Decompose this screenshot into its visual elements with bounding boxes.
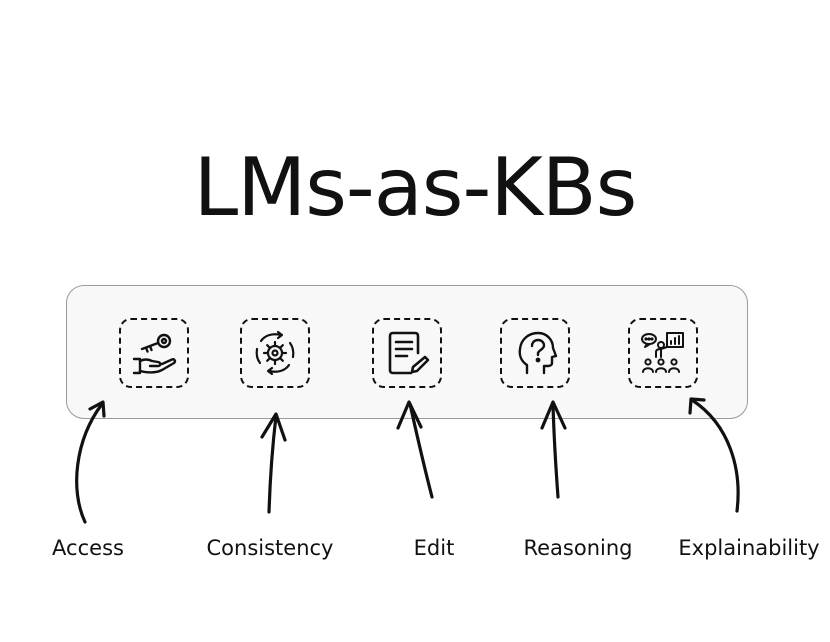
reasoning-icon-box [500,318,570,388]
presentation-audience-icon [641,332,684,373]
access-label: Access [52,536,124,560]
explainability-icon-box [628,318,698,388]
document-edit-icon [388,331,430,375]
explainability-label: Explainability [678,536,820,560]
edit-label: Edit [413,536,455,560]
consistency-arrow [260,412,287,514]
consistency-label: Consistency [206,536,334,560]
head-question-icon [518,331,558,375]
reasoning-label: Reasoning [523,536,633,560]
gear-cycle-icon [255,330,295,376]
consistency-icon-box [240,318,310,388]
capabilities-panel [66,285,748,419]
hand-key-icon [132,333,177,375]
access-arrow [75,400,106,524]
access-icon-box [119,318,189,388]
diagram-title: LMs-as-KBs [193,141,638,234]
edit-icon-box [372,318,442,388]
